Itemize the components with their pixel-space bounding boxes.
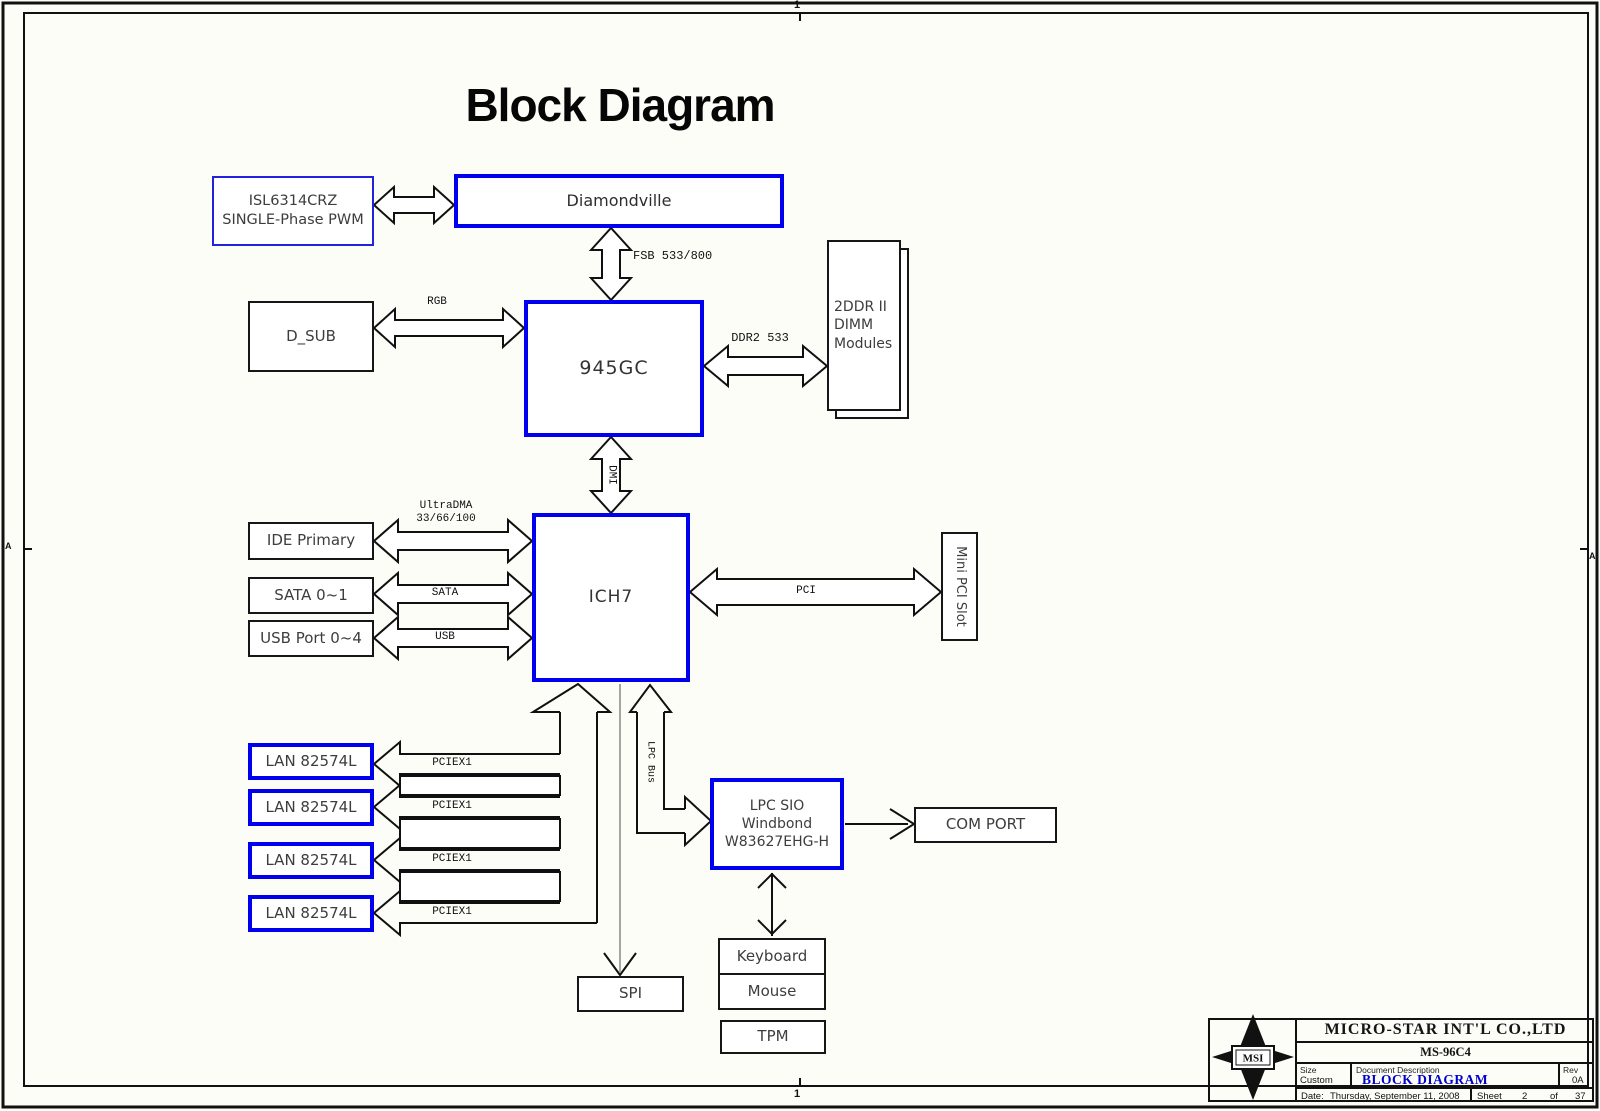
pciex1-bus-label-4: PCIEX1 xyxy=(432,906,472,918)
lan4-block: LAN 82574L xyxy=(248,895,374,932)
lpc-arrow-outer xyxy=(636,712,685,834)
lpc-bus-label: LPC Bus xyxy=(644,740,656,784)
kb-arrowhead-down xyxy=(757,919,787,936)
zone-marker-bottom: 1 xyxy=(794,1088,801,1100)
pcie-arrow-lan1 xyxy=(372,739,560,789)
superio-block: LPC SIO Windbond W83627EHG-H xyxy=(710,778,844,870)
tpm-block: TPM xyxy=(720,1020,826,1054)
cpu-block: Diamondville xyxy=(454,174,784,228)
zone-marker-right: A xyxy=(1589,551,1596,561)
doc-value: BLOCK DIAGRAM xyxy=(1362,1072,1489,1087)
northbridge-block: 945GC xyxy=(524,300,704,437)
spi-block: SPI xyxy=(577,976,684,1012)
minipci-label: Mini PCI Slot xyxy=(952,546,968,627)
titleblock-company: MICRO-STAR INT'L CO.,LTD xyxy=(1297,1018,1594,1043)
titleblock-sheet-cell: Sheet 2 of 37 xyxy=(1472,1087,1594,1102)
size-label: Size xyxy=(1300,1065,1317,1075)
usb-bus-label: USB xyxy=(435,631,455,643)
pciex1-bus-label-3: PCIEX1 xyxy=(432,853,472,865)
usb-block: USB Port 0~4 xyxy=(248,620,374,657)
ide-block: IDE Primary xyxy=(248,522,374,560)
lan2-block: LAN 82574L xyxy=(248,789,374,826)
sheet-label: Sheet xyxy=(1477,1091,1502,1102)
pciex1-bus-label-1: PCIEX1 xyxy=(432,757,472,769)
pcie-trunk-uphead xyxy=(529,682,613,713)
date-label: Date: xyxy=(1301,1091,1324,1102)
titleblock-logo-cell xyxy=(1208,1018,1297,1102)
size-value: Custom xyxy=(1300,1075,1333,1086)
doc-label: Document Description xyxy=(1356,1065,1440,1075)
titleblock-doc-cell: Document Description BLOCK DIAGRAM xyxy=(1352,1064,1560,1087)
pci-bus-label: PCI xyxy=(796,585,816,597)
pcie-bus-bar-3 xyxy=(399,871,561,902)
pcie-arrow-lan3 xyxy=(372,835,560,885)
zone-tick-marks xyxy=(24,13,1588,1086)
ddr2-bus-label: DDR2 533 xyxy=(731,331,789,345)
arrow-pci xyxy=(688,566,943,618)
date-value: Thursday, September 11, 2008 xyxy=(1330,1091,1460,1102)
pcie-bus-bar-1 xyxy=(399,775,561,796)
dsub-block: D_SUB xyxy=(248,301,374,372)
ultradma-bus-label: UltraDMA 33/66/100 xyxy=(416,500,476,525)
arrow-rgb xyxy=(372,306,526,350)
rev-label: Rev xyxy=(1563,1065,1579,1075)
dimm-block: 2DDR II DIMM Modules xyxy=(827,240,901,411)
sata-block: SATA 0~1 xyxy=(248,577,374,614)
lpc-arrow-righthead xyxy=(684,794,713,848)
pcie-arrow-lan4 xyxy=(372,888,597,938)
mouse-cell: Mouse xyxy=(747,981,797,1000)
pcie-bus-bar-2 xyxy=(399,818,561,849)
sheet-total: 37 xyxy=(1575,1091,1586,1102)
msi-logo-text: MSI xyxy=(1243,1053,1264,1065)
keyboard-cell: Keyboard xyxy=(720,940,824,975)
lpc-arrow-uphead xyxy=(628,683,674,713)
keyboard-mouse-block: Keyboard Mouse xyxy=(718,938,826,1010)
arrow-pwm-cpu xyxy=(372,184,456,226)
titleblock-date-cell: Date: Thursday, September 11, 2008 xyxy=(1297,1087,1472,1102)
titleblock xyxy=(1208,1018,1594,1102)
dmi-bus-label: DMI xyxy=(605,465,618,485)
lan3-block: LAN 82574L xyxy=(248,842,374,879)
minipci-block: Mini PCI Slot xyxy=(941,532,978,641)
titleblock-rev-cell: Rev 0A xyxy=(1560,1064,1594,1087)
page-title: Block Diagram xyxy=(465,79,775,131)
kb-arrowhead-up xyxy=(757,872,787,889)
arrow-usb xyxy=(372,614,534,662)
pwm-block: ISL6314CRZ SINGLE-Phase PWM xyxy=(212,176,374,246)
arrow-ide xyxy=(372,517,534,565)
pciex1-bus-label-2: PCIEX1 xyxy=(432,800,472,812)
arrow-dmi xyxy=(588,435,634,515)
zone-marker-left: A xyxy=(5,541,12,551)
rev-value: 0A xyxy=(1572,1075,1584,1086)
sata-bus-label: SATA xyxy=(431,587,459,599)
arrow-ddr2 xyxy=(702,343,829,389)
titleblock-model: MS-96C4 xyxy=(1297,1043,1594,1064)
fsb-bus-label: FSB 533/800 xyxy=(633,249,713,263)
arrow-fsb xyxy=(588,226,634,302)
sheet-of-label: of xyxy=(1550,1091,1558,1102)
lpc-arrow-inner xyxy=(663,712,685,810)
sheet-number: 2 xyxy=(1522,1091,1528,1102)
lan1-block: LAN 82574L xyxy=(248,743,374,780)
comport-block: COM PORT xyxy=(914,807,1057,843)
msi-logo-inner-frame xyxy=(1235,1049,1271,1066)
zone-marker-top: 1 xyxy=(794,0,801,11)
titleblock-size-cell: Size Custom xyxy=(1297,1064,1352,1087)
rgb-bus-label: RGB xyxy=(427,296,447,308)
arrow-sata xyxy=(372,570,534,618)
pcie-arrow-lan2 xyxy=(372,782,560,832)
southbridge-block: ICH7 xyxy=(532,513,690,682)
spi-arrowhead xyxy=(603,952,637,977)
